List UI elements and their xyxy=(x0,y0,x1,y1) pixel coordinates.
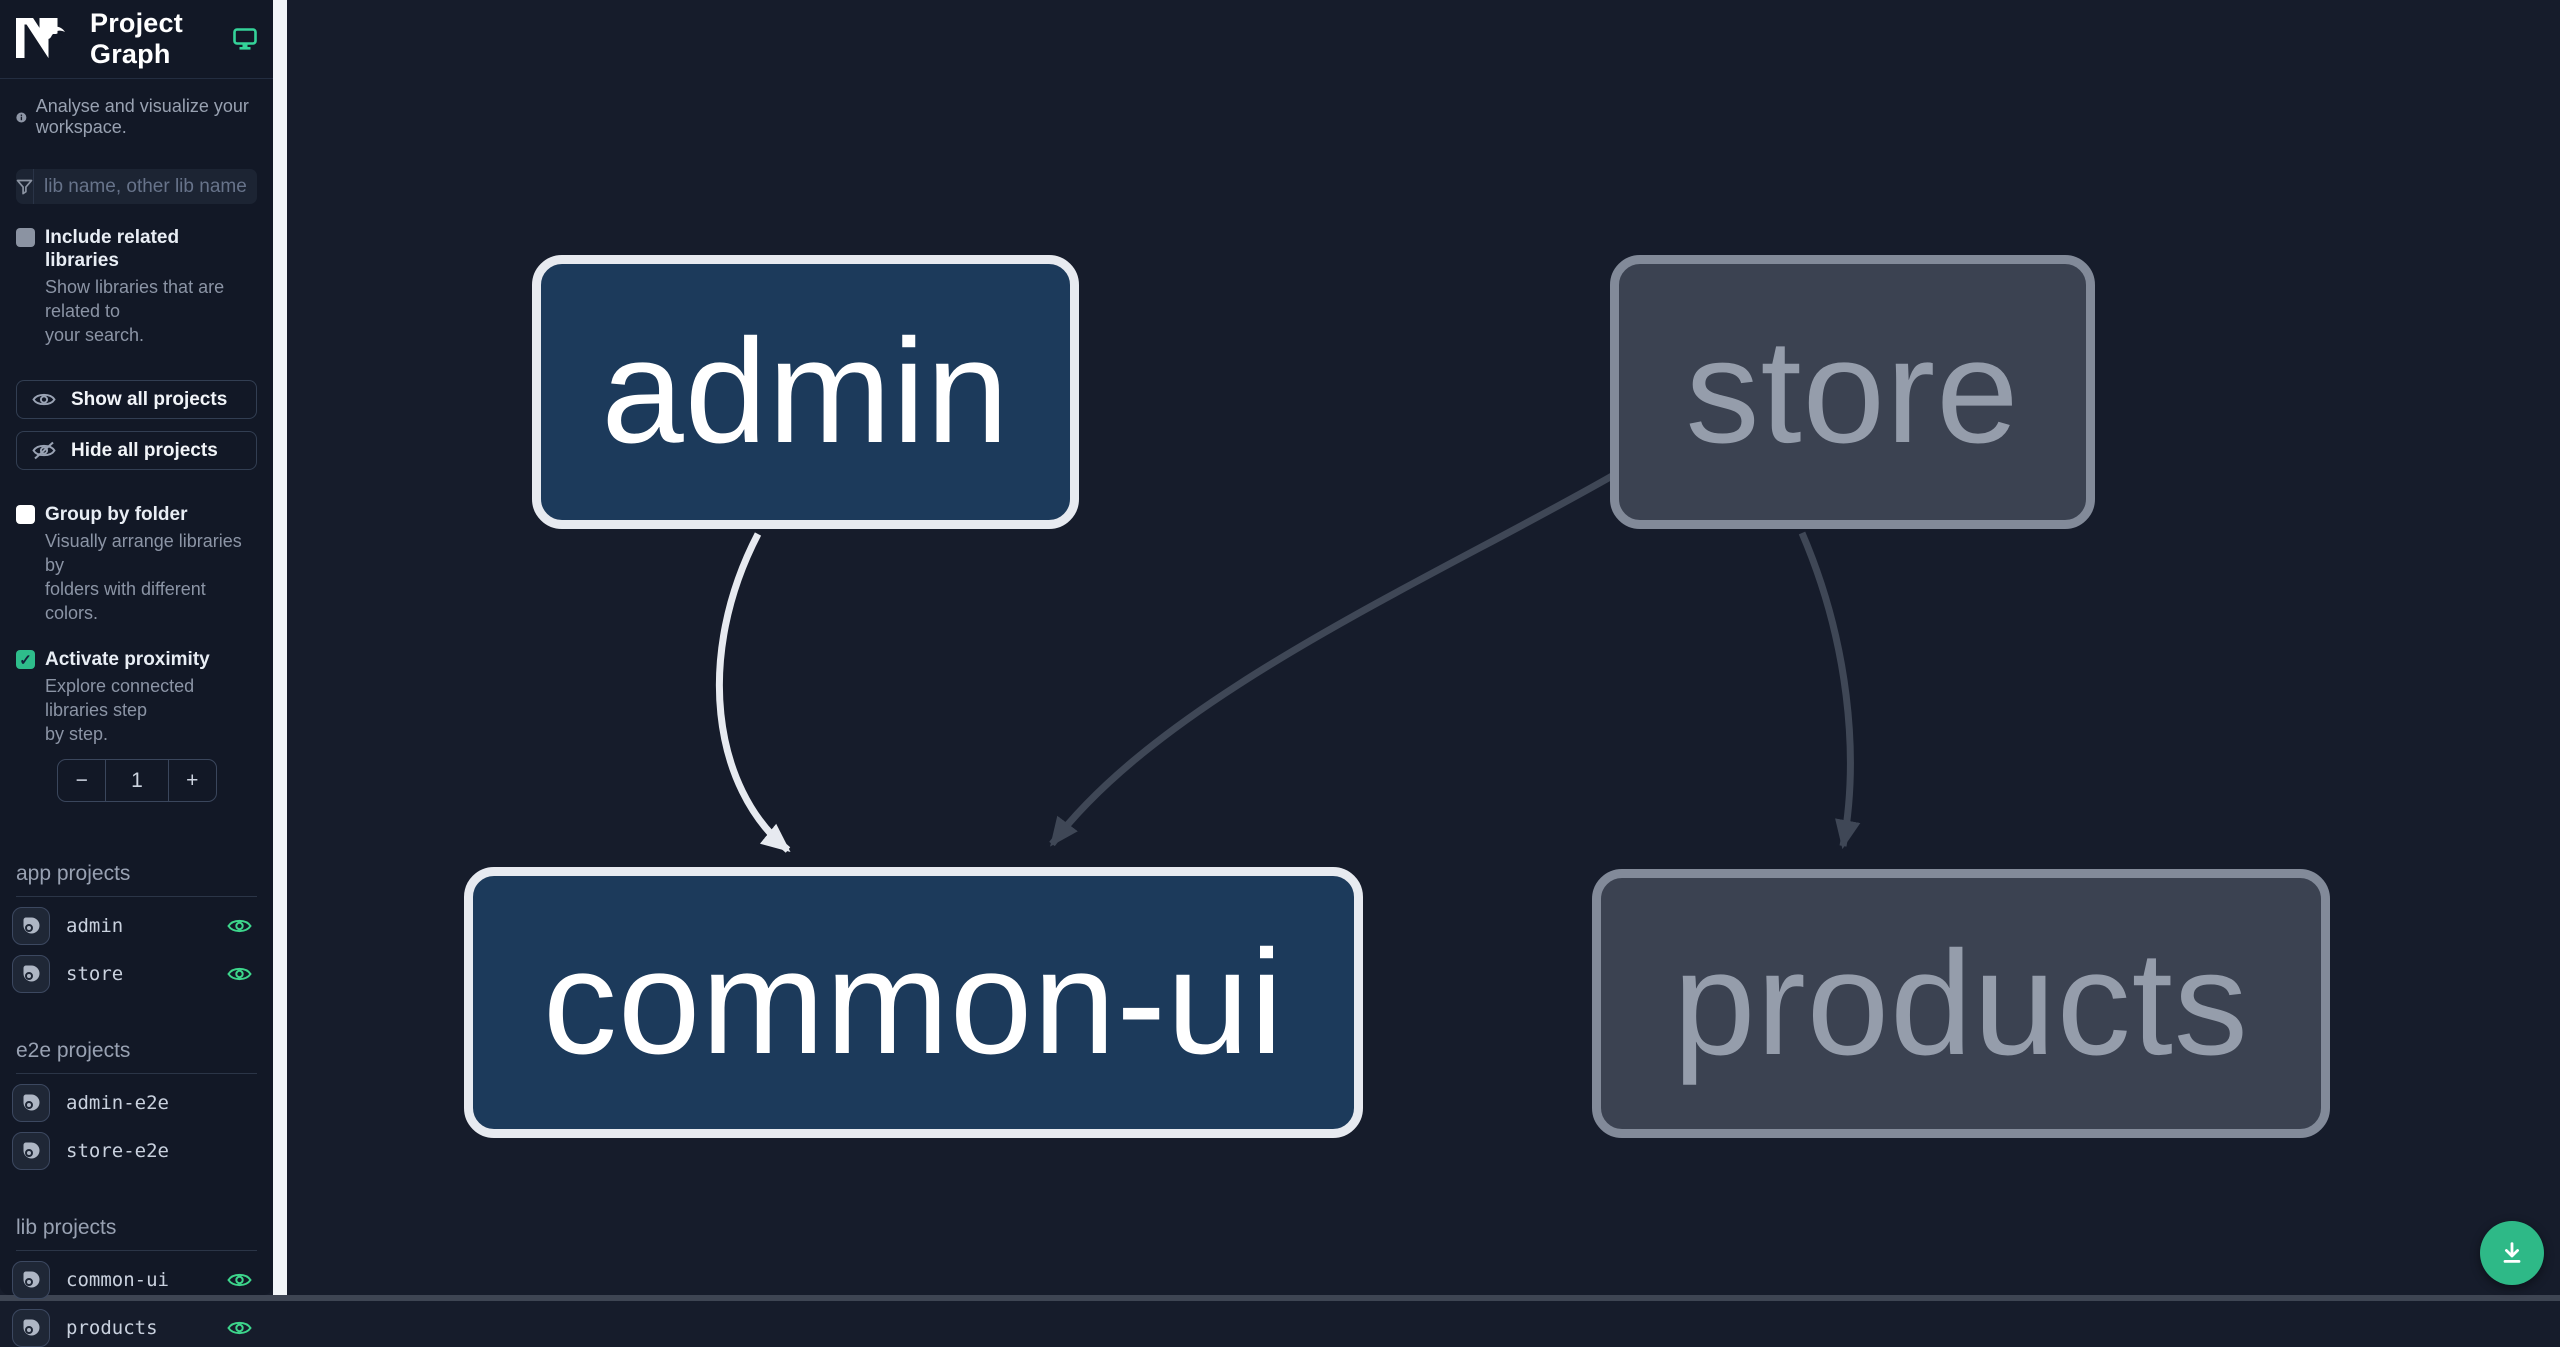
activate-proximity-block: ✓ Activate proximity Explore connected l… xyxy=(0,648,273,746)
activate-proximity-checkbox[interactable]: ✓ xyxy=(16,650,35,669)
focus-project-icon xyxy=(23,917,39,934)
section-title: app projects xyxy=(16,862,257,897)
include-related-block: Include related libraries Show libraries… xyxy=(0,226,273,347)
hide-all-projects-button[interactable]: Hide all projects xyxy=(16,431,257,470)
monitor-icon xyxy=(233,28,257,50)
info-icon xyxy=(16,111,27,123)
section-lib-projects: lib projects common-ui xyxy=(0,1216,273,1347)
show-all-projects-button[interactable]: Show all projects xyxy=(16,380,257,419)
focus-project-icon xyxy=(23,1271,39,1288)
sidebar-scrollbar[interactable] xyxy=(273,0,287,1295)
project-row-products: products xyxy=(12,1308,257,1347)
checkbox-description: Show libraries that are related to your … xyxy=(45,277,225,345)
focus-project-button[interactable] xyxy=(12,1308,50,1347)
checkbox-label: Group by folder xyxy=(45,504,188,525)
project-row-store: store xyxy=(12,954,257,993)
node-label: store xyxy=(1685,309,2020,474)
node-label: common-ui xyxy=(543,919,1284,1085)
project-name: products xyxy=(66,1316,158,1339)
focus-project-button[interactable] xyxy=(12,1260,50,1299)
project-row-common-ui: common-ui xyxy=(12,1260,257,1299)
visibility-eye-icon[interactable] xyxy=(227,917,252,935)
tagline-text: Analyse and visualize your workspace. xyxy=(35,96,249,137)
group-by-folder-block: Group by folder Visually arrange librari… xyxy=(0,503,273,625)
focus-project-icon xyxy=(23,1142,39,1159)
project-name: common-ui xyxy=(66,1268,169,1291)
nx-logo xyxy=(16,18,65,59)
node-label: admin xyxy=(601,309,1010,474)
focus-project-button[interactable] xyxy=(12,906,50,945)
node-label: products xyxy=(1673,920,2249,1086)
section-title: lib projects xyxy=(16,1216,257,1251)
proximity-depth-stepper: − 1 + xyxy=(57,759,217,802)
eye-icon xyxy=(32,393,56,406)
focus-project-button[interactable] xyxy=(12,1131,50,1170)
graph-node-store[interactable]: store xyxy=(1610,255,2095,529)
project-row-admin: admin xyxy=(12,906,257,945)
focus-project-button[interactable] xyxy=(12,1083,50,1122)
project-name: admin-e2e xyxy=(66,1091,169,1114)
section-title: e2e projects xyxy=(16,1039,257,1074)
visibility-eye-icon[interactable] xyxy=(227,1319,252,1337)
app-title: Project Graph xyxy=(90,8,183,69)
button-label: Show all projects xyxy=(71,388,228,410)
focus-project-button[interactable] xyxy=(12,954,50,993)
project-row-admin-e2e: admin-e2e xyxy=(12,1083,257,1122)
increment-button[interactable]: + xyxy=(167,760,216,801)
filter-funnel-icon xyxy=(16,169,34,204)
search-input[interactable] xyxy=(34,169,257,204)
proximity-depth-value: 1 xyxy=(131,768,143,792)
focus-project-icon xyxy=(23,965,39,982)
horizontal-scrollbar[interactable] xyxy=(0,1295,2560,1301)
visibility-eye-icon[interactable] xyxy=(227,965,252,983)
include-related-checkbox[interactable] xyxy=(16,228,35,247)
graph-node-products[interactable]: products xyxy=(1592,869,2330,1138)
decrement-button[interactable]: − xyxy=(58,760,107,801)
checkbox-description: Explore connected libraries step by step… xyxy=(45,676,195,744)
sidebar-header: Project Graph xyxy=(0,0,273,79)
graph-node-admin[interactable]: admin xyxy=(532,255,1079,529)
download-graph-button[interactable] xyxy=(2480,1221,2544,1285)
checkmark-icon: ✓ xyxy=(19,651,32,669)
section-app-projects: app projects admin xyxy=(0,862,273,993)
focus-project-icon xyxy=(23,1319,39,1336)
project-name: store xyxy=(66,962,124,985)
graph-node-common-ui[interactable]: common-ui xyxy=(464,867,1363,1138)
group-by-folder-checkbox[interactable] xyxy=(16,505,35,524)
checkbox-label: Activate proximity xyxy=(45,649,210,670)
focus-project-icon xyxy=(23,1094,39,1111)
eye-off-icon xyxy=(32,441,56,460)
checkbox-label: Include related libraries xyxy=(45,227,180,271)
checkbox-description: Visually arrange libraries by folders wi… xyxy=(45,531,242,623)
project-row-store-e2e: store-e2e xyxy=(12,1131,257,1170)
project-name: store-e2e xyxy=(66,1139,169,1162)
tagline-row: Analyse and visualize your workspace. xyxy=(0,96,273,138)
button-label: Hide all projects xyxy=(71,439,218,461)
project-name: admin xyxy=(66,914,124,937)
sidebar: Project Graph Analyse and visualize your… xyxy=(0,0,273,1347)
download-icon xyxy=(2503,1242,2521,1263)
search-box xyxy=(16,169,257,204)
visibility-eye-icon[interactable] xyxy=(227,1271,252,1289)
section-e2e-projects: e2e projects admin-e2e store-e2e xyxy=(0,1039,273,1170)
